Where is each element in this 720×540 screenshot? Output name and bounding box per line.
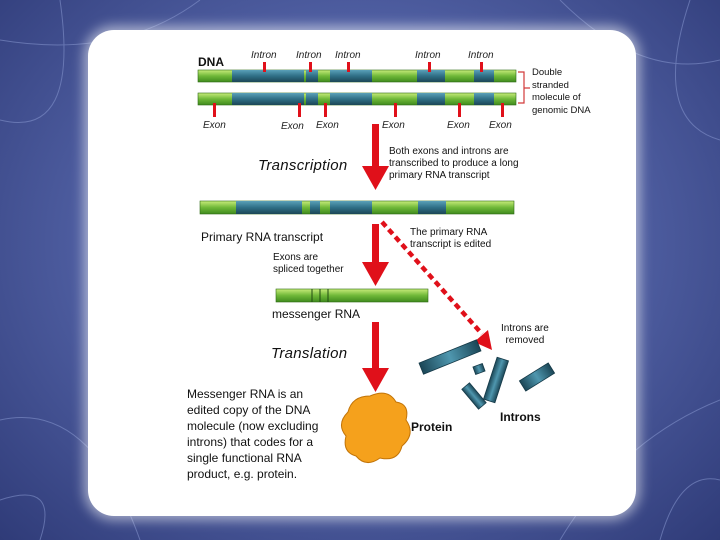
mrna-bar [275, 288, 429, 303]
intron-markers [263, 62, 483, 72]
exon-label: Exon [316, 120, 339, 131]
excised-introns [418, 339, 556, 410]
intron-label: Intron [251, 50, 277, 61]
exon-label: Exon [447, 120, 470, 131]
edit-note: The primary RNA transcript is edited [410, 227, 492, 250]
intron-label: Intron [335, 50, 361, 61]
introns-label: Introns [500, 410, 541, 424]
splicing-arrow [362, 224, 389, 286]
transcription-note: Both exons and introns are transcribed t… [389, 146, 519, 181]
intron-label: Intron [296, 50, 322, 61]
translation-label: Translation [271, 345, 348, 362]
splice-note: Exons are spliced together [273, 252, 344, 275]
exon-label: Exon [203, 120, 226, 131]
exon-label: Exon [489, 120, 512, 131]
dna-strand-top [197, 69, 517, 83]
dna-strand-bottom [197, 92, 517, 106]
primary-rna-bar [199, 200, 515, 215]
description-text: Messenger RNA is an edited copy of the D… [187, 387, 319, 481]
mrna-label: messenger RNA [272, 307, 361, 321]
dna-label: DNA [198, 55, 224, 69]
protein-shape [341, 392, 411, 463]
double-strand-bracket [518, 71, 530, 104]
intron-label: Intron [415, 50, 441, 61]
intron-removal-arrow [380, 220, 492, 350]
protein-label: Protein [411, 420, 453, 434]
translation-arrow [362, 322, 389, 392]
double-strand-note: Double stranded molecule of genomic DNA [532, 67, 591, 116]
introns-removed-note: Introns are removed [501, 323, 549, 346]
transcription-label: Transcription [258, 157, 348, 174]
primary-rna-label: Primary RNA transcript [201, 230, 324, 244]
exon-markers [213, 103, 504, 117]
transcription-arrow [362, 124, 389, 190]
exon-label: Exon [281, 121, 304, 132]
intron-label: Intron [468, 50, 494, 61]
exon-label: Exon [382, 120, 405, 131]
